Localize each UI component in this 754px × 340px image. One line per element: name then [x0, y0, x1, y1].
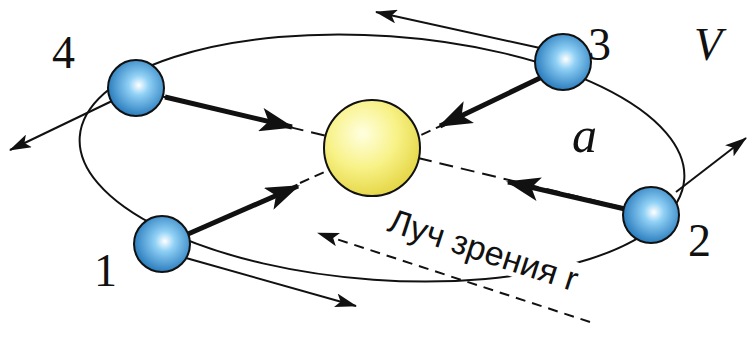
- planet: [535, 34, 591, 90]
- acceleration-arrow: [508, 182, 625, 209]
- planet: [623, 187, 679, 243]
- velocity-arrow: [186, 258, 356, 306]
- velocity-arrow: [676, 138, 746, 192]
- acceleration-arrow: [165, 97, 292, 127]
- position-number: 3: [588, 22, 611, 68]
- line-of-sight-label: Луч зрения r: [381, 202, 585, 297]
- position-number: 4: [52, 30, 75, 76]
- acceleration-arrow: [188, 186, 298, 234]
- position-number: 1: [94, 248, 117, 294]
- sun: [324, 100, 420, 196]
- planet: [108, 60, 164, 116]
- velocity-arrow: [376, 12, 540, 48]
- apsis-line: [140, 91, 650, 214]
- velocity-symbol: V: [694, 22, 722, 68]
- acceleration-arrow: [440, 78, 540, 126]
- planet: [134, 216, 190, 272]
- orbit-ellipse: [71, 15, 693, 301]
- position-number: 2: [688, 218, 711, 264]
- acceleration-symbol: a: [572, 110, 597, 160]
- velocity-arrow: [10, 101, 112, 150]
